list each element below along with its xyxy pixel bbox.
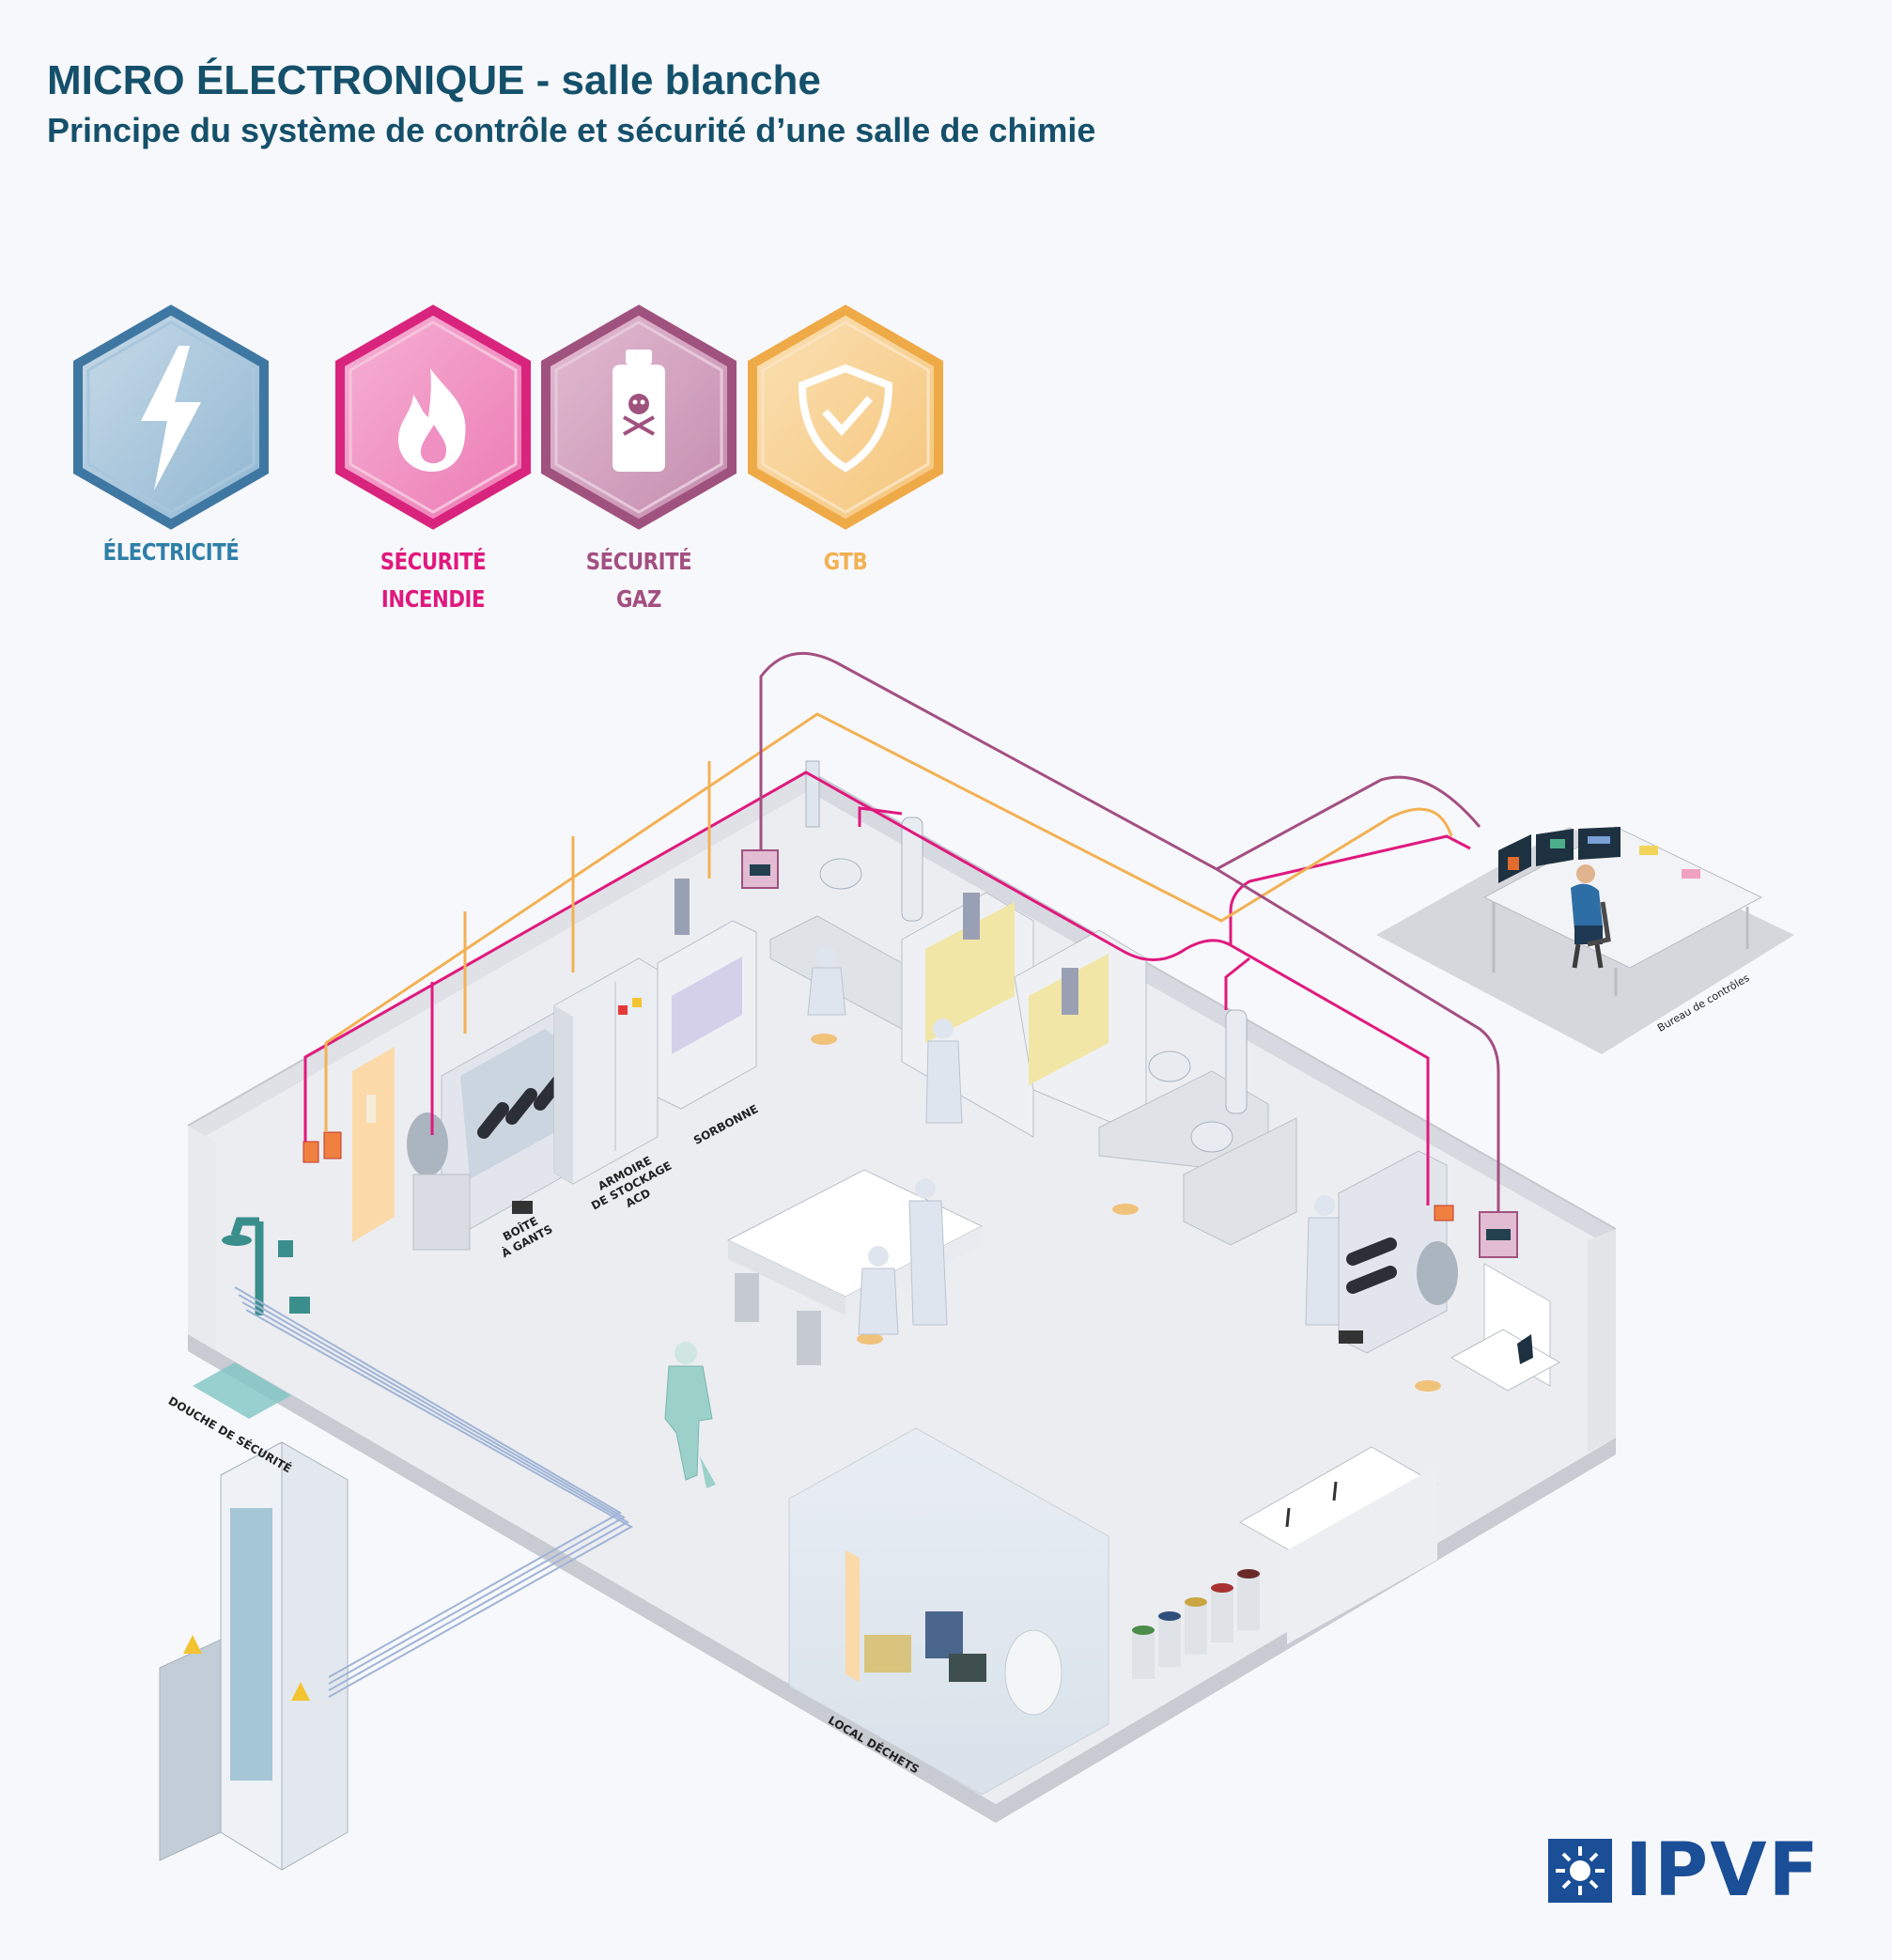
legend-gtb — [748, 304, 943, 530]
legend-securite-incendie — [335, 304, 531, 530]
legend-label-gtb: GTB — [766, 543, 925, 581]
worker-glovebox-right — [1305, 1195, 1344, 1326]
safety-shower — [193, 1217, 310, 1419]
ipvf-logo-mark — [1548, 1839, 1612, 1903]
operator-person — [1571, 864, 1611, 969]
legend-gaz-line1: SÉCURITÉ — [585, 548, 692, 575]
legend-electricite-line1: ÉLECTRICITÉ — [102, 538, 240, 566]
page-title: MICRO ÉLECTRONIQUE - salle blanche — [47, 57, 821, 103]
toxic-bottle-icon — [613, 350, 665, 472]
legend-incendie-line1: SÉCURITÉ — [380, 548, 487, 575]
sun-icon — [1556, 1846, 1605, 1895]
acd-storage-cabinet — [553, 957, 659, 1185]
right-desk — [1450, 1263, 1561, 1392]
alarm-panels — [302, 849, 1518, 1258]
fire-security-line — [303, 770, 1471, 1206]
cleanroom-workers — [664, 946, 1344, 1488]
shield-check-icon — [798, 364, 893, 473]
fire-icon — [398, 368, 466, 472]
legend-incendie-line2: INCENDIE — [380, 585, 486, 613]
waste-room — [788, 1427, 1109, 1796]
stools — [811, 1034, 1441, 1392]
electrical-cabinet — [159, 1441, 349, 1871]
worker-center-2 — [858, 1246, 899, 1335]
ipvf-logo-text: IPVF — [1625, 1828, 1821, 1913]
electric-cables — [234, 1286, 634, 1698]
fume-hood-left — [657, 879, 757, 1110]
legend-label-gaz: SÉCURITÉ GAZ — [559, 543, 719, 618]
ipvf-logo: IPVF — [1548, 1834, 1821, 1907]
legend-label-incendie: SÉCURITÉ INCENDIE — [353, 543, 513, 618]
control-office — [1376, 826, 1794, 1054]
sink-unit — [1238, 1446, 1439, 1644]
legend-securite-gaz — [541, 304, 737, 530]
worker-center-1 — [908, 1178, 948, 1326]
gtb-line — [324, 712, 1453, 1132]
worker-hood — [925, 1019, 963, 1124]
legend-gtb-line1: GTB — [823, 548, 868, 575]
extraction-arms — [805, 760, 1248, 1153]
legend-gaz-line2: GAZ — [615, 585, 662, 613]
glovebox-right — [1338, 1150, 1458, 1354]
lightning-icon — [141, 346, 201, 490]
worker-walking — [664, 1342, 716, 1488]
worker-back-left — [807, 946, 846, 1016]
gas-security-line — [759, 651, 1500, 1212]
legend-electricite — [73, 304, 269, 530]
legend-label-electricite: ÉLECTRICITÉ — [91, 534, 251, 571]
chemical-containers — [1132, 1569, 1260, 1679]
door-left — [352, 1047, 395, 1242]
monitor-icon — [1498, 827, 1621, 883]
page-subtitle: Principe du système de contrôle et sécur… — [47, 111, 1096, 149]
title-block: MICRO ÉLECTRONIQUE - salle blanche Princ… — [47, 54, 1095, 154]
